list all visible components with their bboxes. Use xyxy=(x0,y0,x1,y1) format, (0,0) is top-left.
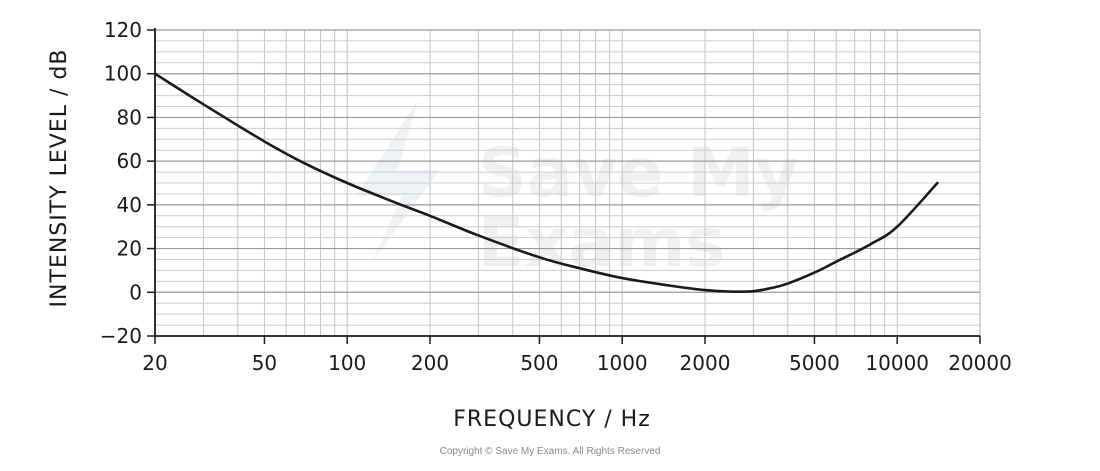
watermark-text-line2: Exams xyxy=(478,204,726,283)
x-tick-label: 2000 xyxy=(680,351,731,375)
x-tick-label: 20000 xyxy=(948,351,1012,375)
x-tick-label: 100 xyxy=(328,351,366,375)
x-axis-label: FREQUENCY / Hz xyxy=(453,407,651,432)
y-tick-label: 100 xyxy=(104,62,142,86)
y-tick-label: −20 xyxy=(100,324,142,348)
y-tick-label: 60 xyxy=(117,149,142,173)
x-tick-label: 20 xyxy=(142,351,167,375)
x-tick-label: 10000 xyxy=(865,351,929,375)
y-tick-label: 0 xyxy=(129,280,142,304)
watermark-logo-icon xyxy=(356,100,440,262)
watermark-text-line1: Save My xyxy=(478,134,799,213)
x-tick-label: 500 xyxy=(520,351,558,375)
y-axis-label: INTENSITY LEVEL / dB xyxy=(47,49,72,308)
x-tick-label: 5000 xyxy=(789,351,840,375)
y-tick-label: 80 xyxy=(117,105,142,129)
y-tick-label: 40 xyxy=(117,193,142,217)
y-tick-label: 120 xyxy=(104,18,142,42)
y-tick-labels: −20 0 20 40 60 80 100 120 xyxy=(100,18,142,348)
copyright-notice: Copyright © Save My Exams. All Rights Re… xyxy=(439,446,661,457)
grid xyxy=(155,29,981,336)
x-tick-label: 200 xyxy=(411,351,449,375)
series-line xyxy=(153,72,939,294)
x-tick-label: 1000 xyxy=(597,351,648,375)
y-tick-label: 20 xyxy=(117,237,142,261)
x-tick-labels: 20 50 100 200 500 1000 2000 5000 10000 20000 xyxy=(142,351,1012,375)
x-tick-label: 50 xyxy=(252,351,277,375)
axes xyxy=(147,28,981,344)
